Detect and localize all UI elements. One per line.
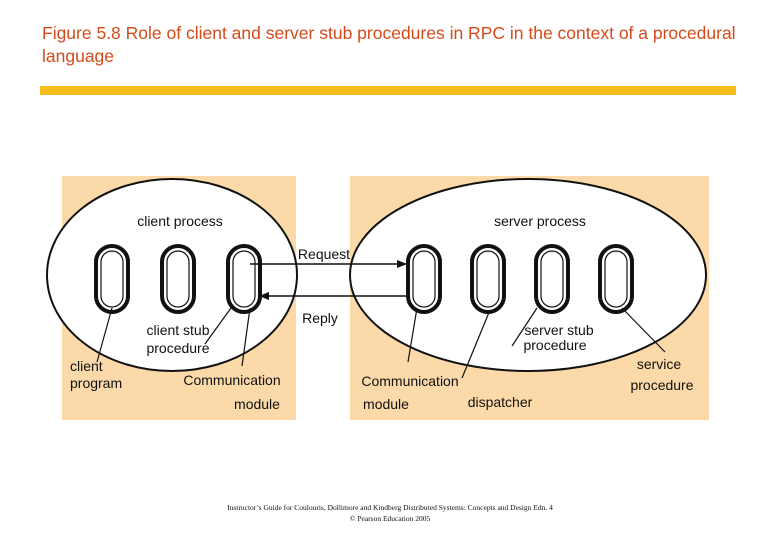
request-label: Request xyxy=(298,246,350,262)
client-comm-label-line2: module xyxy=(234,396,280,412)
server-procedure-capsules xyxy=(406,244,634,314)
leader-lines xyxy=(96,307,666,379)
client-process-label: client process xyxy=(137,213,223,229)
footer-credit-line2: © Pearson Education 2005 xyxy=(349,514,431,523)
server-process-label: server process xyxy=(494,213,586,229)
figure-title: Figure 5.8 Role of client and server stu… xyxy=(42,23,736,66)
service-procedure-label-line1: service xyxy=(637,356,682,372)
client-stub-label-line1: client stub xyxy=(146,322,209,338)
service-procedure-label-line2: procedure xyxy=(630,377,693,393)
client-procedure-capsules xyxy=(94,244,262,314)
footer-credit-line1: Instructor’s Guide for Coulouris, Dollim… xyxy=(227,503,553,512)
client-program-label-line2: program xyxy=(70,375,122,391)
client-stub-label-line2: procedure xyxy=(146,340,209,356)
server-comm-label-line1: Communication xyxy=(361,373,458,389)
client-program-label-line1: client xyxy=(70,358,103,374)
title-rule xyxy=(40,86,736,95)
reply-label: Reply xyxy=(302,310,338,326)
server-process-ellipse xyxy=(349,178,707,372)
client-comm-label-line1: Communication xyxy=(183,372,280,388)
server-stub-label-line2: procedure xyxy=(523,337,586,353)
dispatcher-label: dispatcher xyxy=(468,394,533,410)
server-comm-label-line2: module xyxy=(363,396,409,412)
server-stub-label-line1: server stub xyxy=(524,322,593,338)
